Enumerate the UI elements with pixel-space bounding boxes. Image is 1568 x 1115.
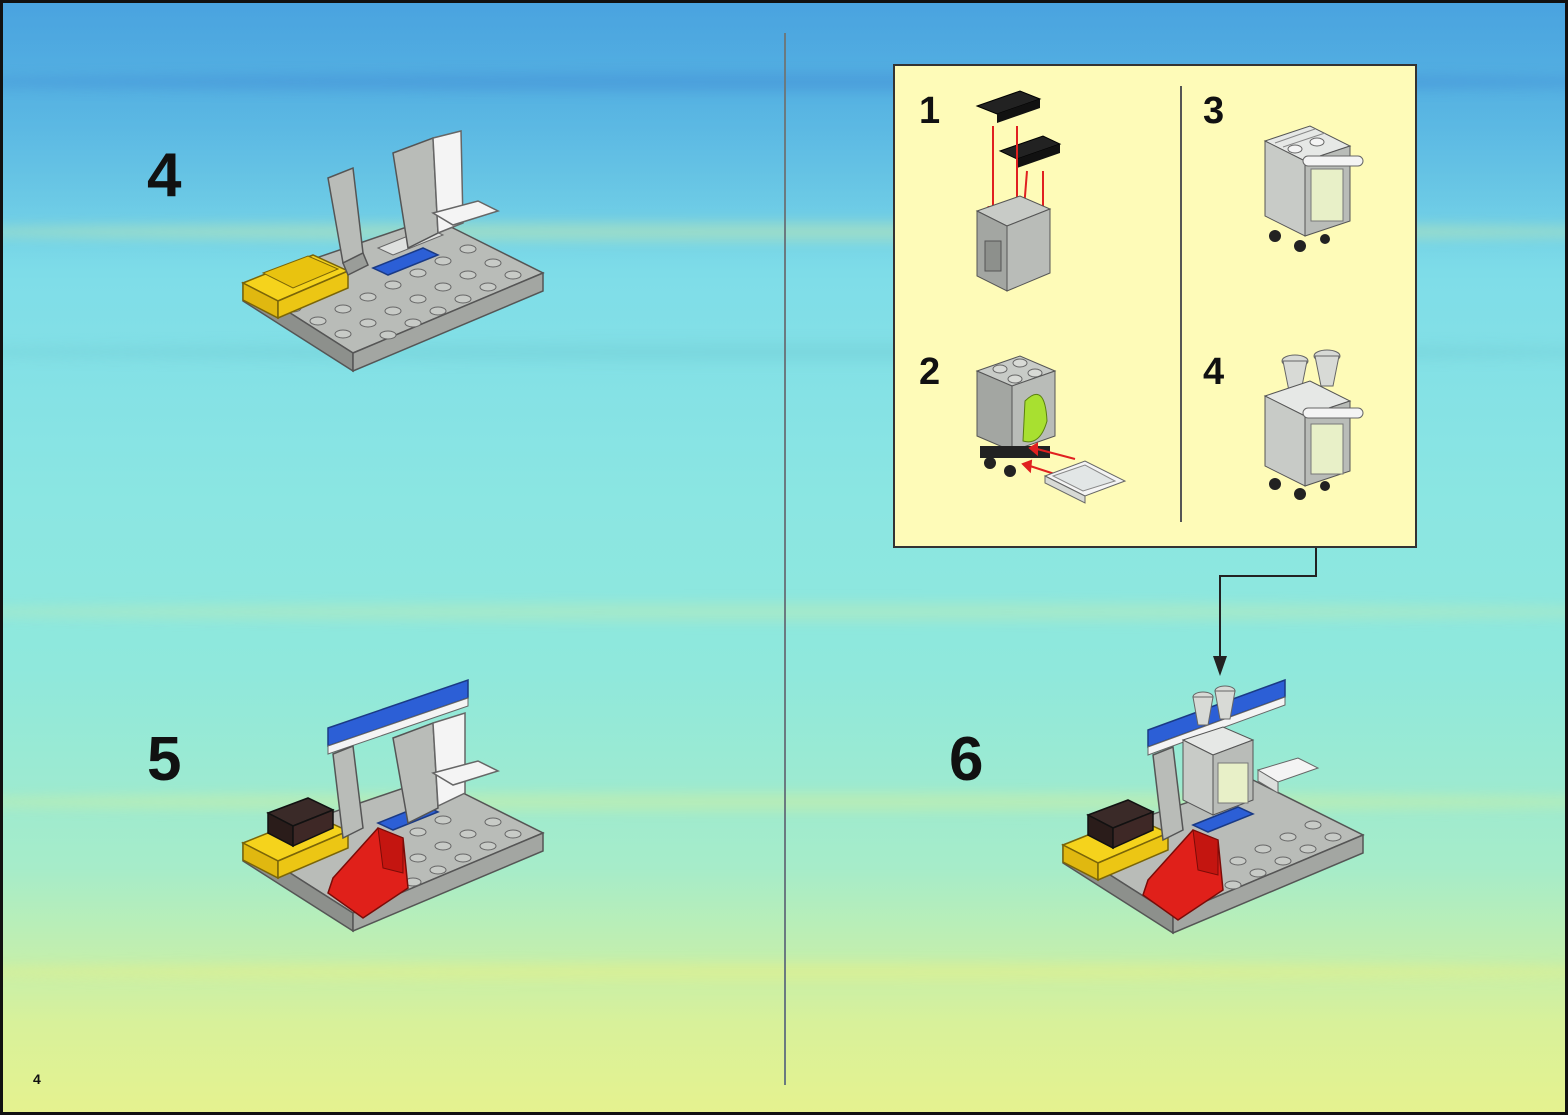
sub-assembly-box: 1 2 3 4 bbox=[893, 64, 1417, 548]
connector-arrow bbox=[1203, 548, 1333, 683]
step-5-model-illustration bbox=[233, 678, 553, 948]
substep-3-illustration bbox=[1255, 121, 1375, 261]
substep-4-illustration bbox=[1255, 346, 1375, 506]
substep-1-illustration bbox=[965, 81, 1075, 301]
step-6-model-illustration bbox=[1053, 675, 1373, 945]
step-4-model-illustration bbox=[233, 123, 553, 383]
page-number: 4 bbox=[33, 1071, 41, 1087]
step-number-4: 4 bbox=[147, 145, 181, 207]
sub-box-divider bbox=[1180, 86, 1182, 522]
step-number-6: 6 bbox=[949, 729, 983, 791]
substep-2-illustration bbox=[975, 351, 1150, 531]
substep-number-4: 4 bbox=[1203, 353, 1224, 391]
page-divider bbox=[784, 33, 786, 1085]
substep-number-1: 1 bbox=[919, 92, 940, 130]
substep-number-2: 2 bbox=[919, 353, 940, 391]
substep-number-3: 3 bbox=[1203, 92, 1224, 130]
step-number-5: 5 bbox=[147, 729, 181, 791]
